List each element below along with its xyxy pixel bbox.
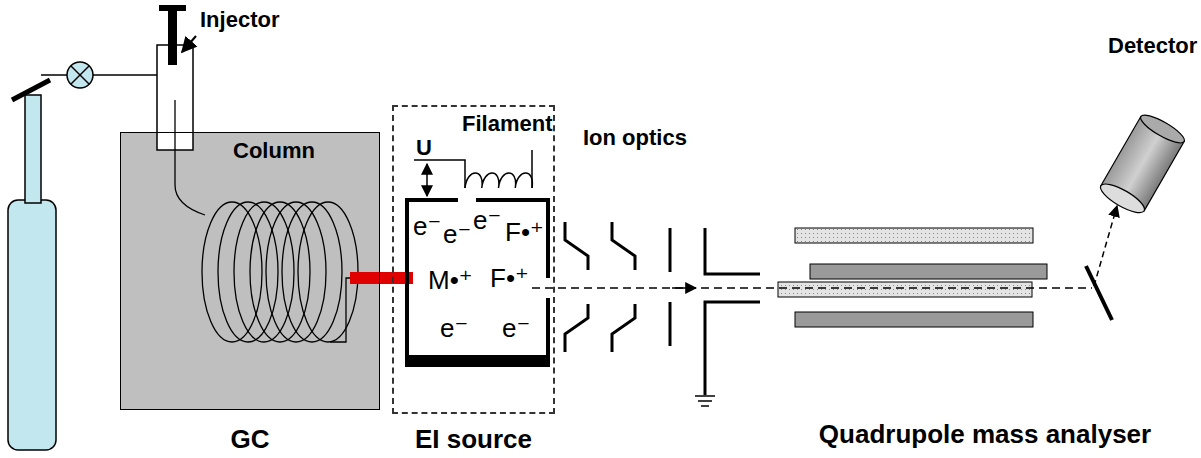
- quadrupole-rods: [778, 228, 1047, 327]
- ion-symbol: M•⁺: [428, 266, 472, 295]
- part-label: Filament: [462, 112, 552, 136]
- coil-winding: [218, 202, 278, 342]
- part-label: Injector: [200, 8, 279, 32]
- coil-winding: [234, 202, 294, 342]
- repeller-plate: [405, 355, 550, 367]
- column-coil: [175, 100, 358, 342]
- electron-symbol: e⁻: [440, 314, 468, 343]
- ion-beam: [532, 206, 1117, 288]
- ion-symbol: F•⁺: [505, 218, 544, 247]
- part-label: Detector: [1108, 34, 1197, 58]
- transfer-line: [350, 272, 382, 284]
- coil-winding: [202, 202, 262, 342]
- electron-symbol: e⁻: [443, 220, 471, 249]
- node-label: GC: [231, 425, 270, 454]
- electron-symbol: e⁻: [502, 314, 530, 343]
- voltage-label: U: [416, 136, 432, 160]
- node-label: Column: [233, 139, 315, 163]
- gc-oven-box: ColumnGC: [120, 132, 380, 410]
- coil-winding: [266, 202, 326, 342]
- coil-winding: [250, 202, 310, 342]
- ground-symbol: [695, 396, 715, 406]
- electron-symbol: e⁻: [473, 206, 501, 235]
- gc-oven: [120, 132, 380, 410]
- part-label: Quadrupole mass analyser: [819, 420, 1151, 449]
- ion-chamber: [405, 198, 550, 366]
- node-label: EI source: [415, 425, 532, 454]
- coil-winding: [298, 202, 358, 342]
- transfer-line: [391, 272, 413, 284]
- part-label: Ion optics: [583, 126, 687, 150]
- coil-winding: [282, 202, 342, 342]
- transfer-line: [380, 272, 392, 284]
- conversion-dynode: [1086, 266, 1112, 320]
- filament-winding: [465, 173, 532, 188]
- ion-optics: [565, 222, 760, 395]
- electron-symbol: e⁻: [413, 212, 441, 241]
- ion-symbol: F•⁺: [490, 264, 529, 293]
- injector: [157, 5, 196, 150]
- detector-symbol: [1097, 110, 1188, 217]
